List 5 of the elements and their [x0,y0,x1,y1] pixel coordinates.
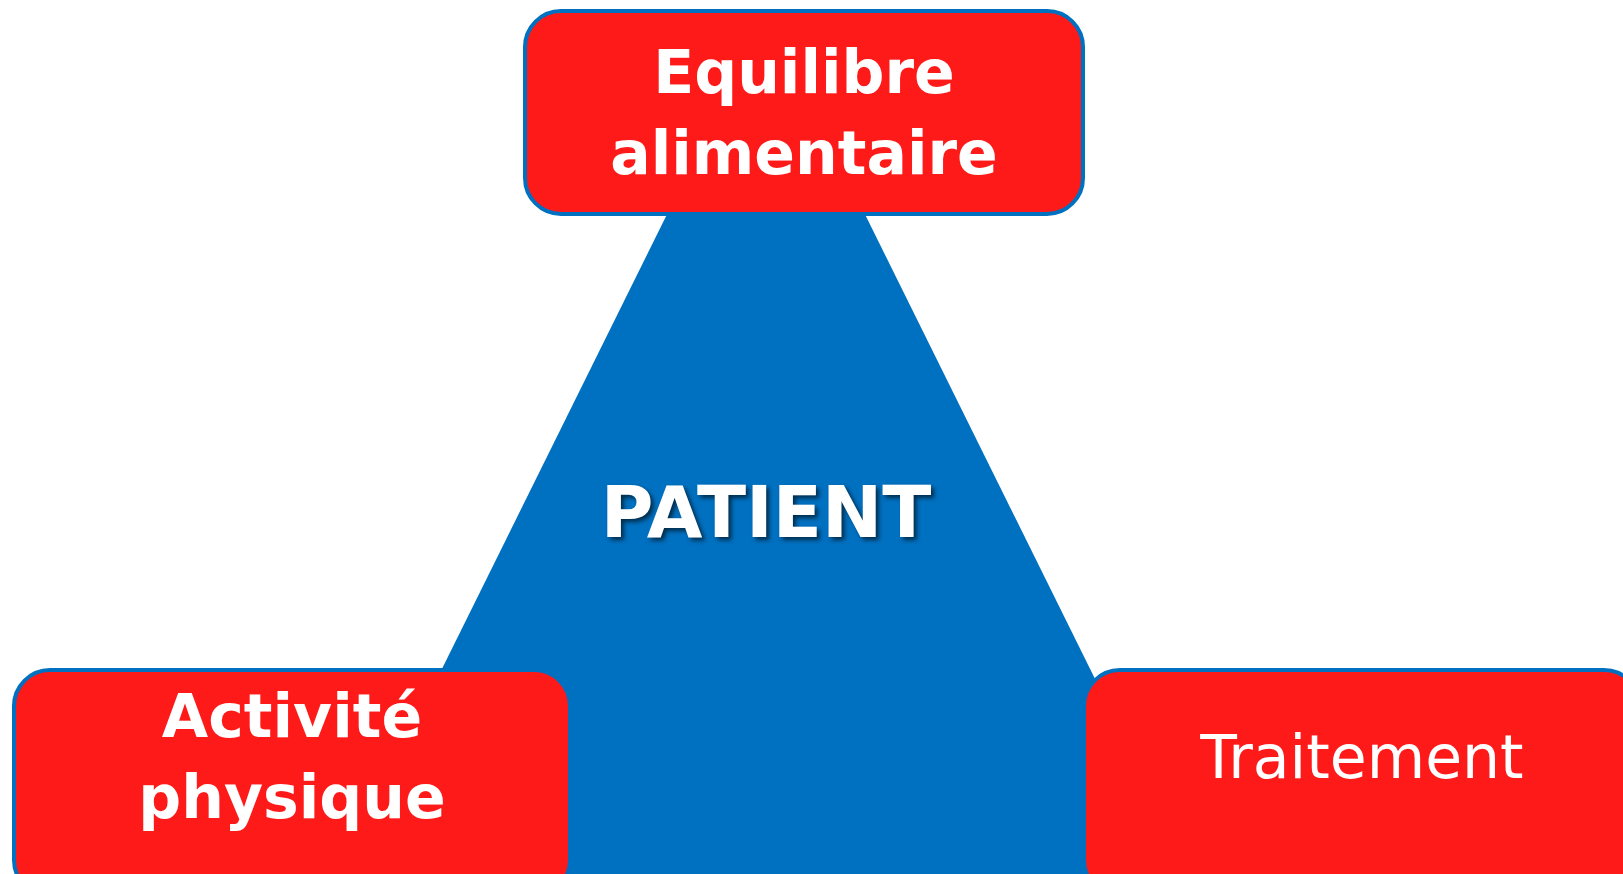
category-label: Traitement [1200,721,1524,794]
category-label: Equilibre alimentaire [609,35,999,190]
center-label: PATIENT [599,470,933,554]
category-label: Activité physique [137,680,447,834]
category-box [523,9,1085,216]
